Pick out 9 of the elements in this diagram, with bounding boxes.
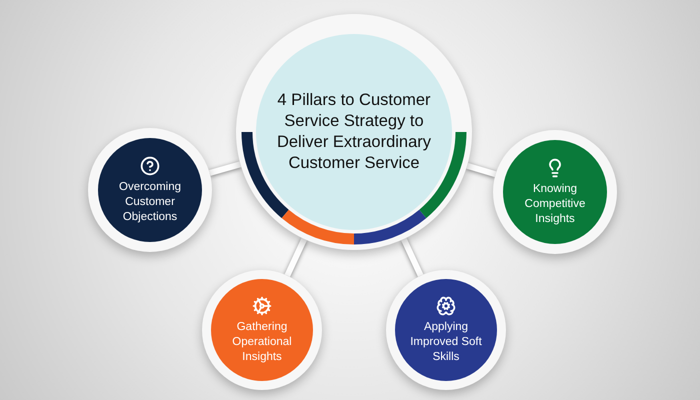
pillar-label: Applying Improved Soft Skills	[409, 320, 483, 364]
pillar-label: Knowing Competitive Insights	[524, 182, 586, 226]
connector-line	[284, 238, 307, 277]
connector-line	[466, 162, 496, 178]
pillar-label: Gathering Operational Insights	[231, 320, 293, 364]
connector-line	[208, 161, 242, 176]
connector-line	[401, 238, 424, 277]
title-text: 4 Pillars to Customer Service Strategy to Deliver Extraordinary Customer Service	[276, 90, 432, 174]
pillar-label: Overcoming Customer Objections	[118, 180, 182, 224]
